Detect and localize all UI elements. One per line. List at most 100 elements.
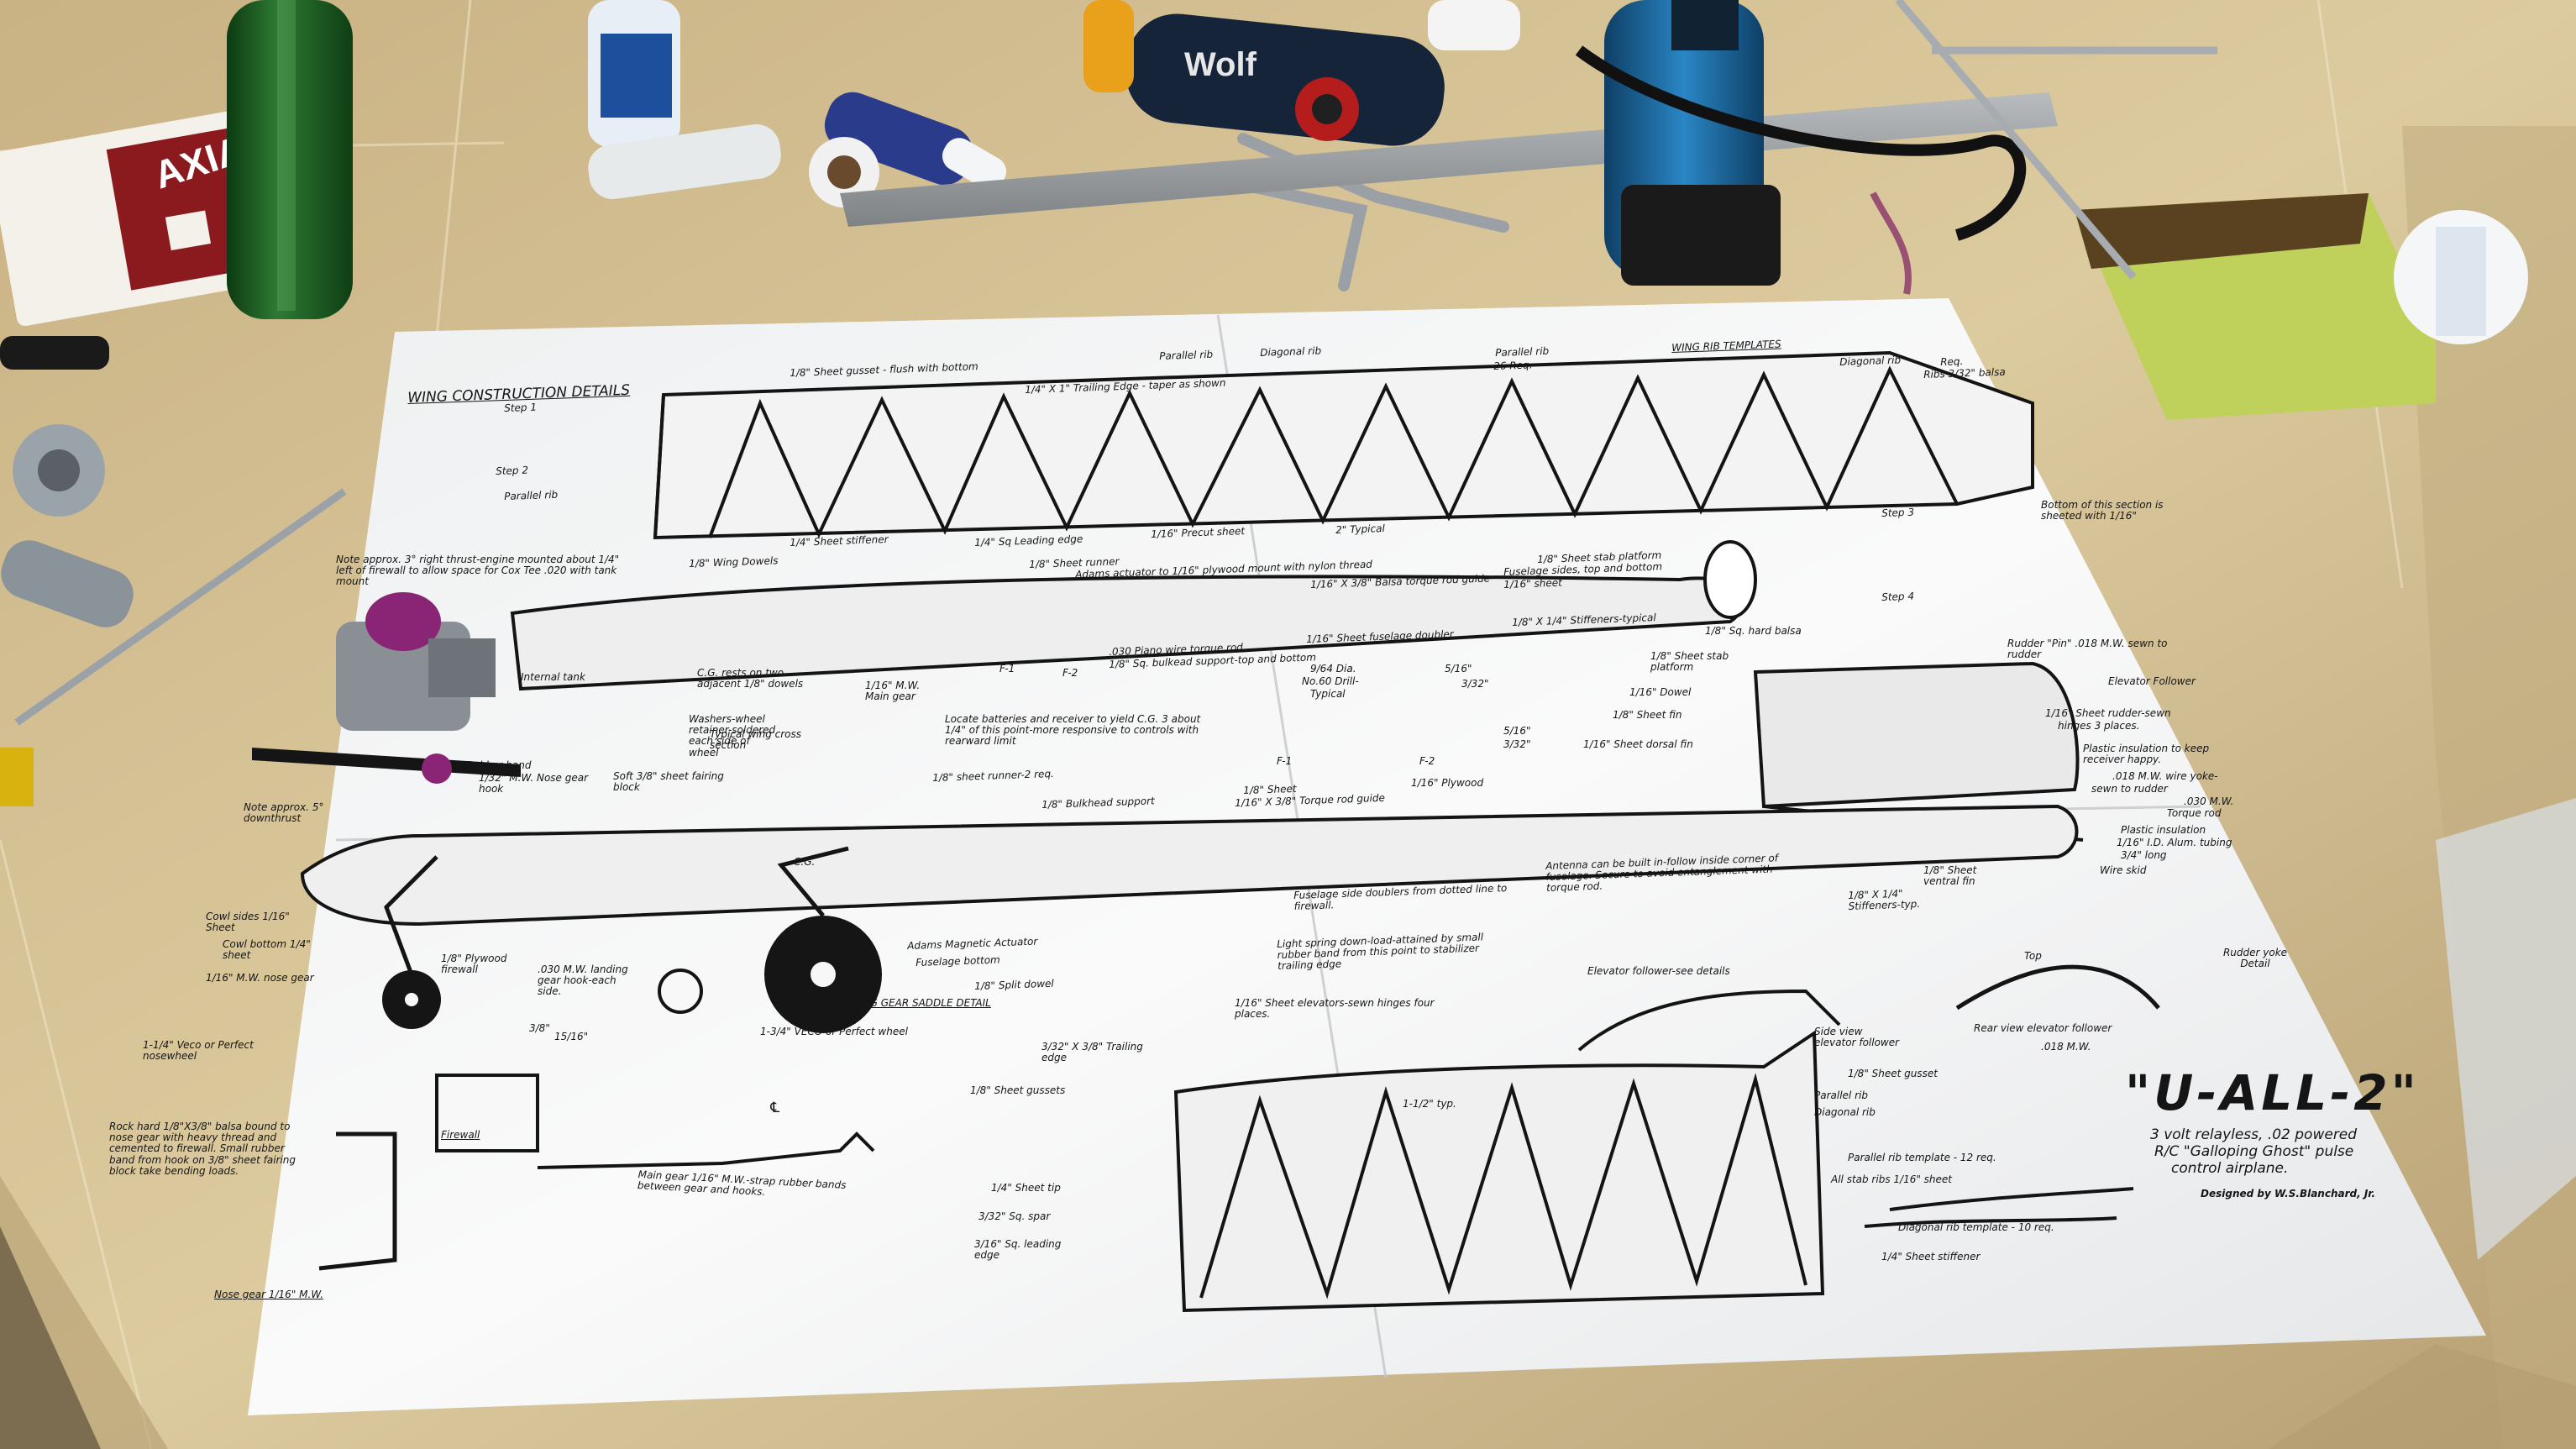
note-approx-label: Note approx. 3° right thrust-engine moun… [336, 554, 620, 588]
plywood-firewall-label: 1/8" Plywood firewall [441, 953, 507, 976]
sheet-ventral-label: 1/8" Sheet ventral fin [1923, 864, 1977, 888]
stiffeners-typ-label: 1/8" X 1/4" Stiffeners-typ. [1847, 887, 1921, 913]
elevator-follower-details-label: Elevator follower-see details [1587, 965, 1730, 977]
veco-wheel-label: 1-3/4" VECO or Perfect wheel [760, 1026, 908, 1037]
white-stool [2436, 798, 2576, 1260]
trailing-edge-label: 1/4" X 1" Trailing Edge - taper as shown [1024, 376, 1226, 396]
sq-spar-label: 3/32" Sq. spar [978, 1210, 1051, 1222]
cowl-bottom-label: Cowl bottom 1/4" sheet [223, 938, 311, 962]
sheet-fin-label: 1/8" Sheet fin [1613, 709, 1682, 721]
plan-title: "U-ALL-2" [2125, 1064, 2420, 1121]
rudder-yoke-label: Rudder yoke Detail [2222, 947, 2288, 970]
glue-bottles [588, 92, 1007, 200]
stiffeners-typical-label: 1/8" X 1/4" Stiffeners-typical [1511, 612, 1656, 628]
sanding-block-box [2075, 193, 2436, 420]
fuselage-sides-label: Fuselage sides, top and bottom [1503, 560, 1663, 578]
sheet-tip-label: 1/4" Sheet tip [991, 1182, 1061, 1194]
stab-sheet-gusset-label: 1/8" Sheet gusset [1848, 1068, 1938, 1079]
left-tools [0, 336, 347, 806]
plan-desc-1: 3 volt relayless, .02 powered [2150, 1126, 2358, 1143]
stab-ribs-label: All stab ribs 1/16" sheet [1831, 1173, 1952, 1185]
landing-gear-saddle-label: LANDING GEAR SADDLE DETAIL [832, 997, 991, 1009]
plan-desc-3: control airplane. [2171, 1160, 2289, 1177]
parallel-rib-label-2: Parallel rib [503, 488, 559, 502]
sheet-gusset-label: 1/8" Sheet gusset - flush with bottom [789, 360, 978, 379]
mw-nose-gear-label: 1/16" M.W. nose gear [206, 972, 314, 984]
typ-112-label: 1-1/2" typ. [1403, 1098, 1456, 1110]
stab-trailing-edge-label: 3/32" X 3/8" Trailing edge [1041, 1041, 1143, 1064]
split-dowel-label: 1/8" Split dowel [973, 977, 1054, 992]
firewall-box [435, 1074, 539, 1152]
elevator-follower-label: Elevator Follower [2108, 675, 2196, 687]
locate-batteries-label: Locate batteries and receiver to yield C… [945, 713, 1201, 748]
stabilizer-drawing [1173, 989, 1841, 1313]
parallel-template-label: Parallel rib template - 12 req. [1848, 1152, 1996, 1163]
step1-label: Step 1 [503, 401, 538, 414]
centerline-mark: ℄ [769, 1100, 782, 1116]
sheet-stiffener-label: 1/4" Sheet stiffener [789, 533, 889, 549]
top-label: Top [2024, 950, 2042, 962]
step4-label: Step 4 [1881, 590, 1915, 603]
sheet-116-label: 1/16" sheet [1503, 576, 1563, 591]
rubber-band-label: Rubber band [466, 759, 532, 771]
adams-magnetic-label: Adams Magnetic Actuator [906, 935, 1038, 952]
typical-2-label: 2" Typical [1335, 522, 1386, 536]
bottom-section-label: Bottom of this section is sheeted with 1… [2041, 499, 2164, 522]
precut-sheet-label: 1/16" Precut sheet [1150, 525, 1246, 540]
mw-018-label: .018 M.W. [2041, 1041, 2091, 1053]
alum-tubing-label: 1/16" I.D. Alum. tubing [2117, 837, 2232, 848]
wing-dowels-label: 1/8" Wing Dowels [688, 554, 779, 570]
cowl-sides-label: Cowl sides 1/16" Sheet [206, 911, 290, 934]
light-spring-label: Light spring down-load-attained by small… [1276, 931, 1484, 973]
sewn-rudder-label: sewn to rudder [2091, 783, 2168, 795]
rear-view-label: Rear view elevator follower [1974, 1022, 2112, 1034]
fuselage-top-view [510, 540, 1757, 691]
sheet-runner-2-label: 1/8" sheet runner-2 req. [931, 767, 1055, 784]
metal-rods [1895, 0, 2217, 280]
torque-rod-guide-label: 1/16" X 3/8" Balsa torque rod guide [1309, 572, 1491, 591]
sq-hard-balsa-label: 1/8" Sq. hard balsa [1705, 625, 1802, 637]
fuselage-side-view [300, 804, 2079, 927]
veco-nosewheel-label: 1-1/4" Veco or Perfect nosewheel [143, 1039, 254, 1063]
f2-label: F-2 [1062, 667, 1078, 679]
hinges-3-label: hinges 3 places. [2058, 720, 2140, 732]
dim-332b: 3/32" [1503, 738, 1531, 750]
dim-38-label: 3/8" [529, 1022, 550, 1034]
elevators-sewn-label: 1/16" Sheet elevators-sewn hinges four p… [1235, 997, 1435, 1021]
f1-label: F-1 [999, 663, 1015, 675]
dorsal-fin-label: 1/16" Sheet dorsal fin [1583, 738, 1693, 750]
sq-leading-label: 3/16" Sq. leading edge [974, 1238, 1062, 1262]
step2-label: Step 2 [495, 464, 529, 477]
dim-516b: 5/16" [1503, 725, 1531, 737]
wing-drawing [653, 350, 2034, 540]
torque-rod-b-label: Torque rod [2167, 807, 2222, 819]
cg-label: C.G. [794, 856, 816, 868]
mw-nose-label: 1/32" M.W. Nose gear hook [479, 772, 589, 795]
stab-sheet-gussets-label: 1/8" Sheet gussets [970, 1084, 1066, 1096]
sq-leading-edge-label: 1/4" Sq Leading edge [973, 533, 1083, 549]
main-gear-strap-label: Main gear 1/16" M.W.-strap rubber bands … [637, 1168, 847, 1199]
fuselage-doubler-label: 1/16" Sheet fuselage doubler [1305, 627, 1454, 645]
dowel-116-label: 1/16" Dowel [1629, 686, 1692, 698]
stab-parallel-rib-label: Parallel rib [1814, 1089, 1868, 1101]
mw-yoke-label: .018 M.W. wire yoke- [2112, 770, 2218, 782]
ribs-balsa-label: Ribs 3/32" balsa [1923, 365, 2006, 381]
rock-hard-label: Rock hard 1/8"X3/8" balsa bound to nose … [109, 1121, 296, 1177]
typical-label: Typical [1310, 688, 1346, 700]
designer-label: Designed by W.S.Blanchard, Jr. [2201, 1188, 2376, 1200]
bulkhead-support-label: 1/8" Bulkhead support [1041, 795, 1155, 811]
white-cup [1428, 0, 1520, 50]
f1-part-label: F-1 [1277, 755, 1293, 767]
stab-diagonal-rib-label: Diagonal rib [1814, 1106, 1876, 1118]
rotary-tool: Wolf [1125, 13, 1445, 146]
f2-part-label: F-2 [1419, 755, 1435, 767]
nose-gear-title-label: Nose gear 1/16" M.W. [214, 1289, 324, 1300]
parallel-rib-req-label: Parallel rib [1494, 344, 1550, 359]
wire-skid-label: Wire skid [2100, 864, 2147, 876]
svg-text:Wolf: Wolf [1184, 46, 1257, 83]
side-view-label: Side view elevator follower [1814, 1026, 1900, 1049]
note-approx-5-label: Note approx. 5° downthrust [244, 801, 324, 825]
wing-rib-templates-label: WING RIB TEMPLATES [1671, 338, 1781, 354]
